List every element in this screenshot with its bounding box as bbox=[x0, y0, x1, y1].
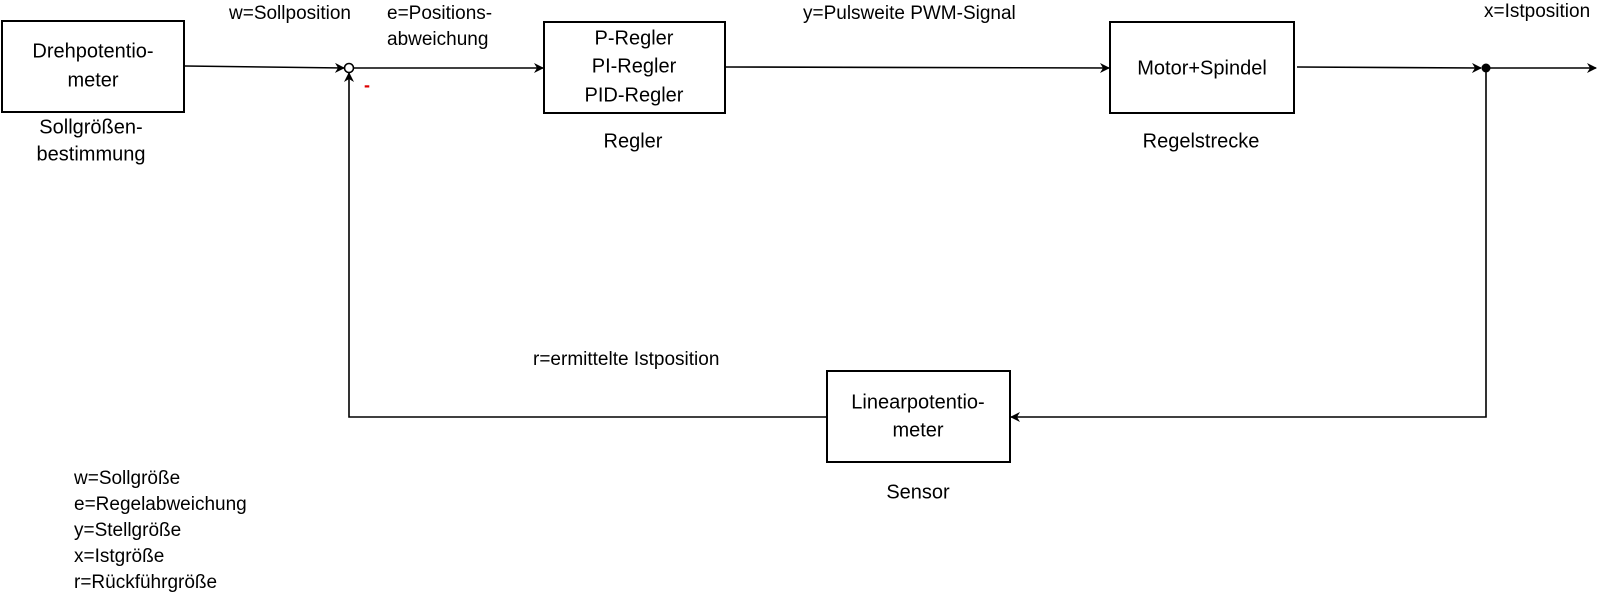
block-regler: P-Regler PI-Regler PID-Regler bbox=[543, 21, 726, 114]
summing-junction bbox=[343, 62, 355, 74]
block-line: meter bbox=[67, 69, 118, 91]
legend-item: w=Sollgröße bbox=[73, 468, 180, 489]
block-line: P-Regler bbox=[595, 27, 674, 49]
legend-item: e=Regelabweichung bbox=[74, 494, 247, 515]
block-line: Motor+Spindel bbox=[1137, 57, 1267, 79]
block-motor-spindel: Motor+Spindel bbox=[1109, 21, 1295, 114]
block-line: Linearpotentio- bbox=[851, 391, 984, 413]
wire-x-feedback bbox=[1010, 68, 1487, 422]
caption-regler: Regler bbox=[604, 130, 663, 152]
legend-item: x=Istgröße bbox=[74, 546, 164, 567]
signal-label-x: x=Istposition bbox=[1484, 1, 1590, 22]
block-line: PID-Regler bbox=[585, 84, 684, 106]
signal-label-e: abweichung bbox=[387, 29, 488, 50]
caption-sensor: Sensor bbox=[886, 481, 950, 503]
wire-y bbox=[724, 62, 1110, 73]
block-line: PI-Regler bbox=[592, 55, 677, 77]
negative-sign: - bbox=[364, 75, 370, 95]
block-line: meter bbox=[892, 419, 943, 441]
caption-regelstrecke: Regelstrecke bbox=[1143, 130, 1260, 152]
signal-label-w: w=Sollposition bbox=[228, 3, 351, 24]
caption-sollgroessenbestimmung: bestimmung bbox=[37, 143, 146, 165]
branch-point bbox=[1481, 63, 1491, 73]
wire-r bbox=[344, 72, 827, 418]
block-line: Drehpotentio- bbox=[32, 40, 153, 62]
wire-w bbox=[184, 62, 345, 73]
block-linearpotentiometer: Linearpotentio- meter bbox=[826, 370, 1011, 463]
caption-sollgroessenbestimmung: Sollgrößen- bbox=[39, 116, 142, 138]
signal-label-r: r=ermittelte Istposition bbox=[533, 349, 719, 370]
block-drehpotentiometer: Drehpotentio- meter bbox=[1, 20, 185, 113]
signal-label-e: e=Positions- bbox=[387, 3, 492, 24]
legend-item: y=Stellgröße bbox=[74, 520, 181, 541]
legend-item: r=Rückführgröße bbox=[74, 572, 217, 593]
signal-label-y: y=Pulsweite PWM-Signal bbox=[803, 3, 1016, 24]
wire-x-out bbox=[1296, 62, 1482, 73]
legend: w=Sollgröße e=Regelabweichung y=Stellgrö… bbox=[73, 468, 247, 593]
